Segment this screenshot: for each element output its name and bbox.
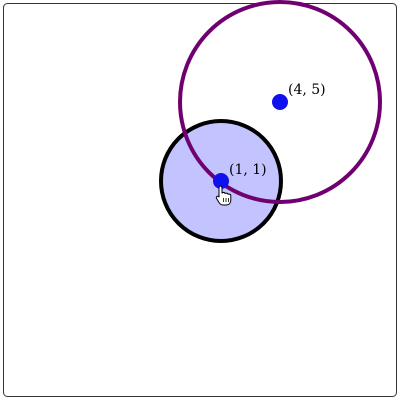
point-label-1-1: (1, 1)	[229, 162, 267, 178]
point-4-5[interactable]	[272, 94, 288, 110]
hand-pointer-icon	[215, 185, 232, 206]
point-label-4-5: (4, 5)	[288, 82, 326, 98]
circle-large[interactable]	[178, 0, 382, 204]
point-1-1[interactable]	[213, 173, 229, 189]
